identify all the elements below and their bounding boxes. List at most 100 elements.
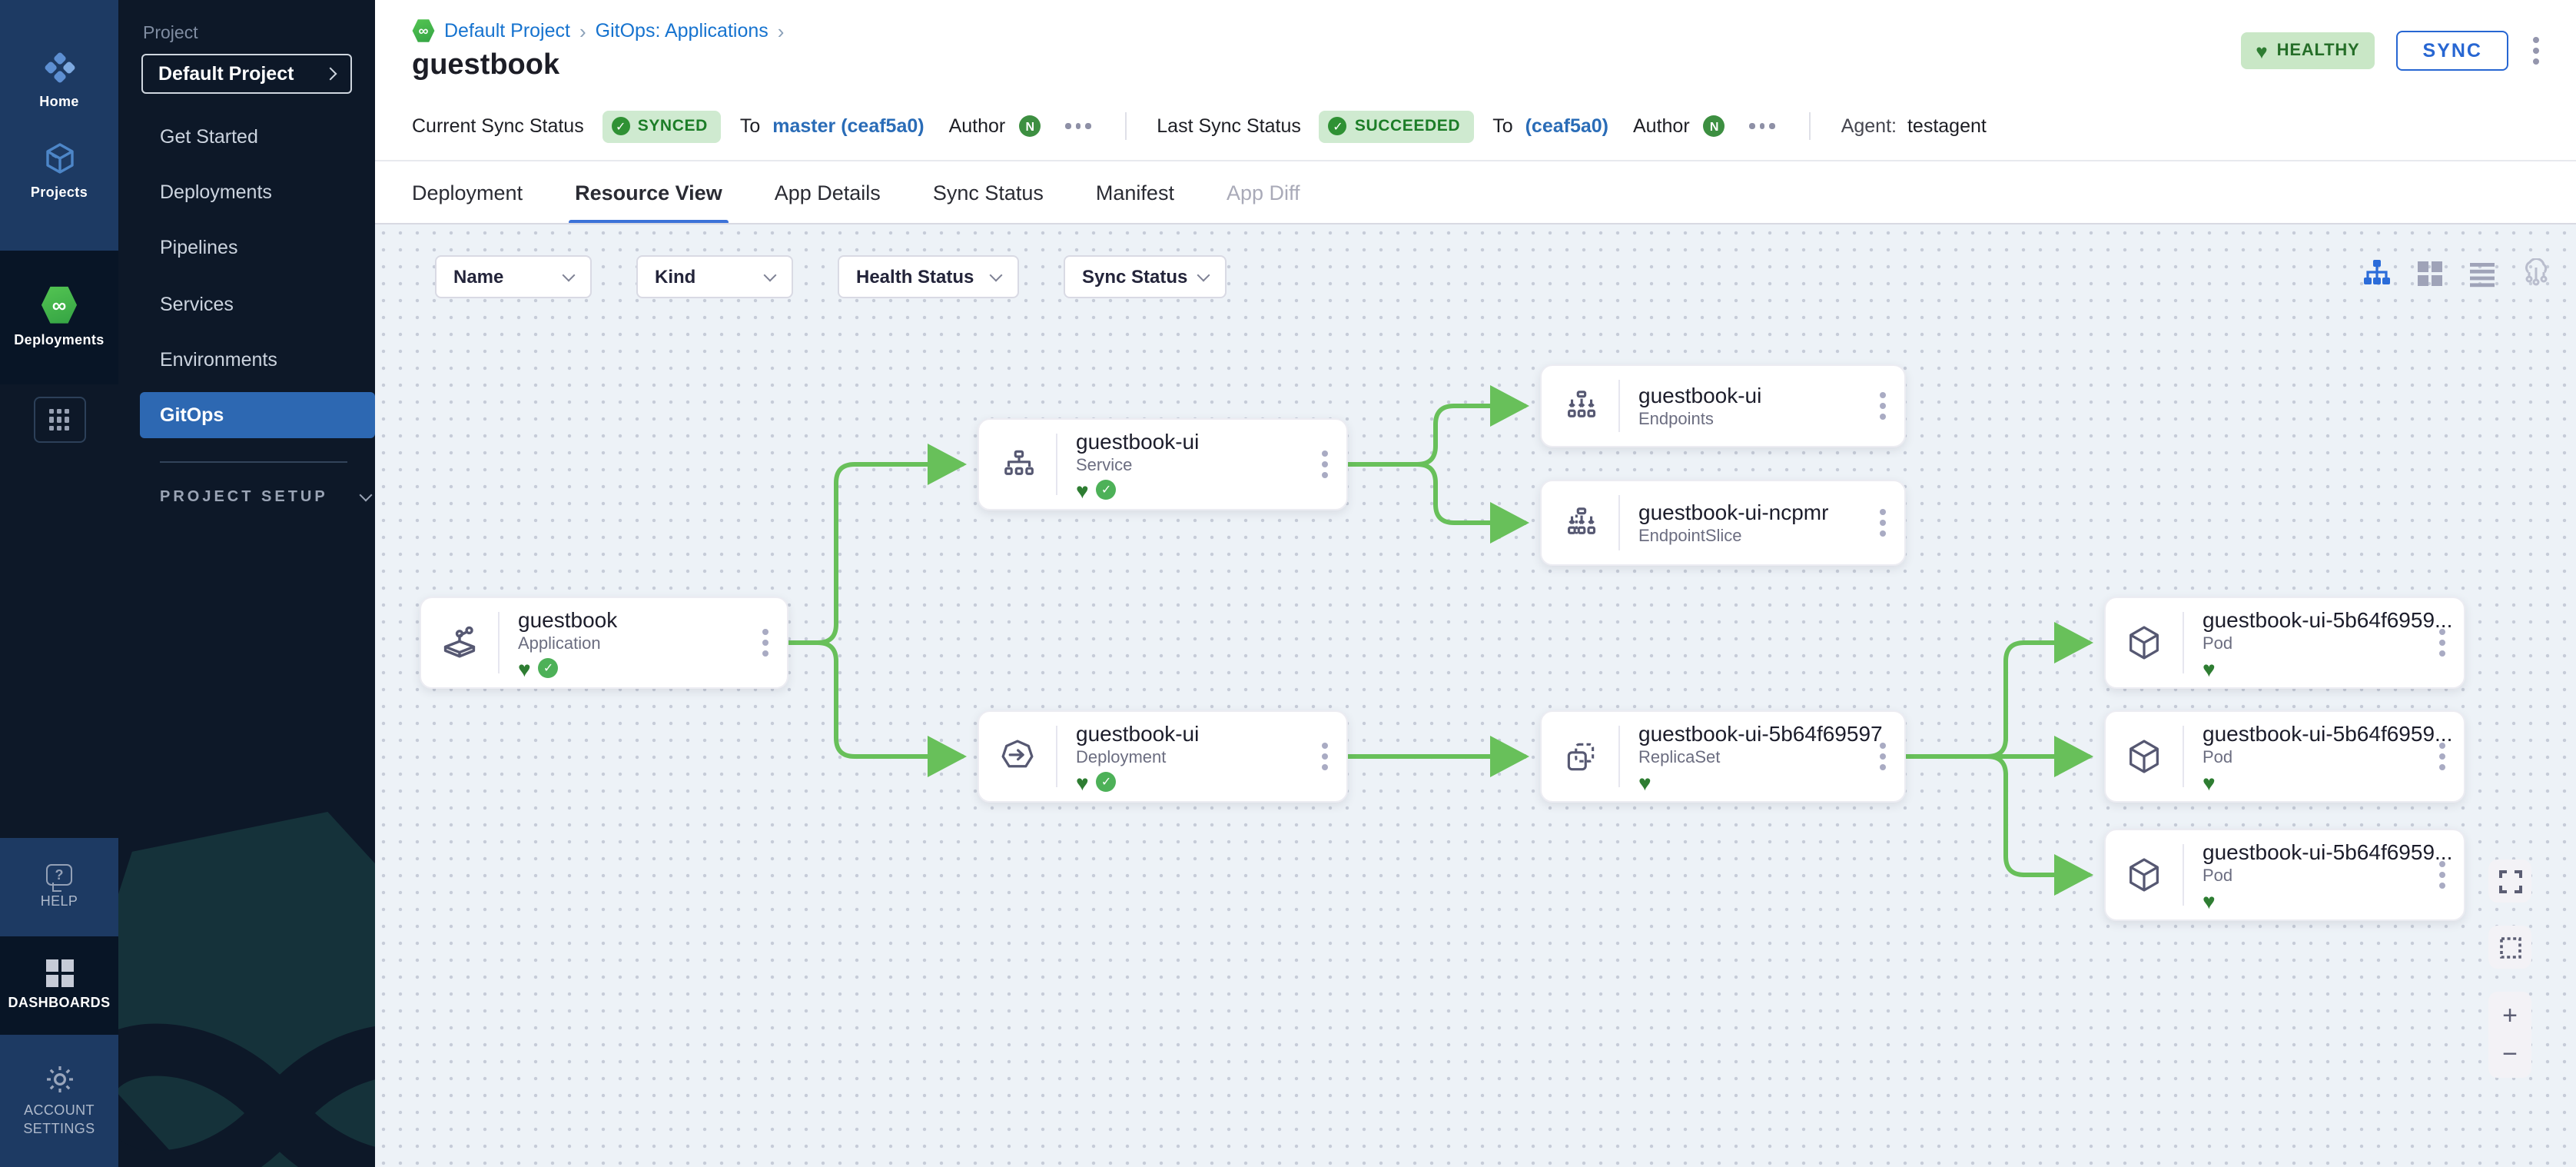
rail-item-label: Home	[39, 95, 79, 112]
rail-item-projects[interactable]: Projects	[31, 139, 88, 201]
agent-label: Agent:	[1841, 115, 1897, 137]
view-toggle-group	[2362, 258, 2551, 288]
health-icon: ♥	[1076, 480, 1089, 499]
application-icon	[421, 623, 498, 663]
projects-icon	[41, 139, 78, 176]
fullscreen-button[interactable]	[2488, 859, 2531, 903]
filter-name[interactable]: Name	[435, 255, 592, 298]
filter-sync-status[interactable]: Sync Status	[1064, 255, 1227, 298]
node-pod-2[interactable]: guestbook-ui-5b64f6959... Pod ♥	[2104, 710, 2465, 803]
sidebar-item-services[interactable]: Services	[118, 281, 375, 327]
breadcrumb-section-link[interactable]: GitOps: Applications	[596, 20, 768, 42]
health-icon: ♥	[2203, 659, 2216, 677]
filter-kind[interactable]: Kind	[636, 255, 793, 298]
zoom-out-button[interactable]: −	[2502, 1041, 2518, 1067]
rail-item-dashboards[interactable]: DASHBOARDS	[0, 936, 118, 1035]
node-menu-button[interactable]	[1319, 447, 1331, 481]
check-circle-icon: ✓	[612, 117, 630, 135]
node-guestbook-application[interactable]: guestbook Application ♥ ✓	[420, 597, 788, 689]
to-label: To	[1492, 115, 1512, 137]
synced-badge: ✓ SYNCED	[603, 110, 722, 142]
health-icon: ♥	[518, 659, 531, 677]
rail-item-home[interactable]: Home	[39, 50, 79, 112]
selection-tool-button[interactable]	[2488, 926, 2531, 969]
module-switcher[interactable]	[0, 384, 118, 455]
node-menu-button[interactable]	[1877, 740, 1889, 773]
resource-kind: Service	[1076, 456, 1199, 474]
module-rail: Home Projects ∞ Deployments ? HELP	[0, 0, 118, 1167]
divider	[1809, 112, 1811, 140]
resource-kind: Endpoints	[1638, 411, 1761, 429]
node-guestbook-ui-5b64f69597-replicaset[interactable]: guestbook-ui-5b64f69597 ReplicaSet ♥	[1540, 710, 1906, 803]
menu-divider	[160, 461, 347, 463]
node-pod-3[interactable]: guestbook-ui-5b64f6959... Pod ♥	[2104, 829, 2465, 921]
resource-kind: Pod	[2203, 634, 2452, 653]
deployments-icon: ∞	[41, 285, 78, 325]
health-icon: ♥	[1076, 773, 1089, 791]
pod-icon	[2106, 623, 2183, 663]
sidebar-item-deployments[interactable]: Deployments	[118, 169, 375, 215]
synced-icon: ✓	[1097, 772, 1117, 792]
network-view-icon[interactable]	[2521, 258, 2551, 288]
chevron-down-icon	[990, 268, 1003, 281]
sidebar-item-label: Services	[160, 294, 234, 315]
project-selector[interactable]: Default Project	[141, 54, 352, 94]
tab-sync-status[interactable]: Sync Status	[933, 161, 1044, 224]
zoom-in-button[interactable]: +	[2502, 1002, 2518, 1029]
node-menu-button[interactable]	[2436, 858, 2448, 892]
tree-view-icon[interactable]	[2362, 258, 2392, 288]
breadcrumb-project-link[interactable]: Default Project	[444, 20, 570, 42]
sync-button[interactable]: SYNC	[2397, 31, 2508, 71]
synced-badge-label: SYNCED	[638, 117, 708, 135]
node-menu-button[interactable]	[759, 626, 772, 660]
node-guestbook-ui-endpoints[interactable]: guestbook-ui Endpoints	[1540, 364, 1906, 447]
rail-item-label: ACCOUNT SETTINGS	[8, 1103, 110, 1138]
service-icon	[979, 445, 1056, 484]
gitops-logo-icon: ∞	[412, 18, 435, 43]
node-guestbook-ui-deployment[interactable]: guestbook-ui Deployment ♥ ✓	[978, 710, 1348, 803]
node-guestbook-ui-service[interactable]: guestbook-ui Service ♥ ✓	[978, 418, 1348, 510]
synced-icon: ✓	[1097, 480, 1117, 500]
pod-icon	[2106, 855, 2183, 895]
rail-section-top: Home Projects	[0, 0, 118, 251]
resource-tree-canvas[interactable]: Name Kind Health Status Sync Status	[375, 224, 2576, 1167]
rail-item-help[interactable]: ? HELP	[0, 838, 118, 936]
health-badge-label: HEALTHY	[2277, 42, 2360, 60]
node-guestbook-ui-ncpmr-endpointslice[interactable]: guestbook-ui-ncpmr EndpointSlice	[1540, 480, 1906, 566]
current-target-link[interactable]: master (ceaf5a0)	[772, 115, 924, 137]
breadcrumb-separator: ›	[579, 19, 586, 42]
rail-item-deployments[interactable]: ∞ Deployments	[0, 251, 118, 384]
author-avatar: N	[1019, 115, 1041, 137]
commit-info-button[interactable]	[1747, 121, 1778, 132]
node-menu-button[interactable]	[2436, 740, 2448, 773]
last-target-link[interactable]: (ceaf5a0)	[1525, 115, 1608, 137]
resource-name: guestbook	[518, 607, 617, 631]
sidebar-item-get-started[interactable]: Get Started	[118, 114, 375, 160]
list-view-icon[interactable]	[2468, 259, 2496, 287]
node-pod-1[interactable]: guestbook-ui-5b64f6959... Pod ♥	[2104, 597, 2465, 689]
agent-value: testagent	[1907, 115, 1987, 137]
app-menu-button[interactable]	[2530, 34, 2542, 68]
grid-view-icon[interactable]	[2416, 259, 2444, 287]
endpointslice-icon	[1542, 504, 1618, 542]
node-menu-button[interactable]	[2436, 626, 2448, 660]
resource-kind: Deployment	[1076, 748, 1199, 766]
tab-manifest[interactable]: Manifest	[1096, 161, 1174, 224]
sidebar-item-gitops[interactable]: GitOps	[140, 392, 375, 438]
sidebar-item-environments[interactable]: Environments	[118, 337, 375, 383]
last-sync-status-label: Last Sync Status	[1157, 115, 1301, 137]
filter-health-status[interactable]: Health Status	[838, 255, 1019, 298]
gitops-watermark	[118, 783, 375, 1167]
commit-info-button[interactable]	[1062, 121, 1094, 132]
project-setup-toggle[interactable]: PROJECT SETUP	[160, 489, 371, 506]
rail-item-label: HELP	[41, 893, 78, 911]
node-menu-button[interactable]	[1319, 740, 1331, 773]
sidebar-item-pipelines[interactable]: Pipelines	[118, 224, 375, 271]
tab-deployment[interactable]: Deployment	[412, 161, 523, 224]
rail-item-account-settings[interactable]: ACCOUNT SETTINGS	[0, 1035, 118, 1167]
node-menu-button[interactable]	[1877, 506, 1889, 540]
resource-name: guestbook-ui	[1076, 720, 1199, 745]
tab-resource-view[interactable]: Resource View	[575, 161, 722, 224]
node-menu-button[interactable]	[1877, 389, 1889, 423]
tab-app-details[interactable]: App Details	[775, 161, 881, 224]
